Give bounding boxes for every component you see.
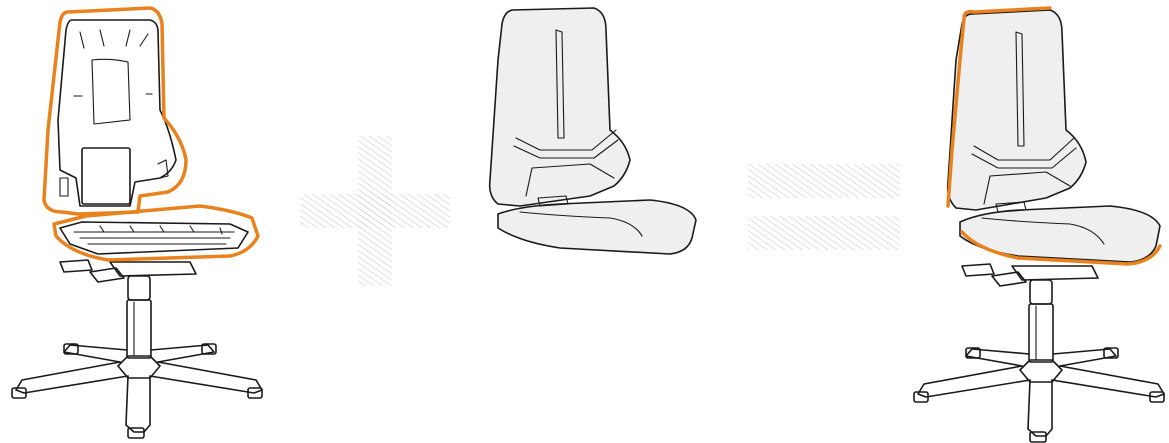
assembled-chair-base [914,264,1164,442]
assembled-chair [914,8,1164,442]
plus-operator [300,136,450,286]
assembled-seat [960,206,1160,262]
equals-operator [748,164,900,250]
backrest-frame [58,20,176,206]
equals-top-bar [748,164,900,198]
chair-frame-base [12,260,262,438]
equals-bottom-bar [748,216,900,250]
seat-frame [60,222,248,254]
backrest-pad [490,8,630,206]
chair-frame [12,8,262,438]
plus-horizontal-bar [300,194,450,228]
seat-pad [498,200,696,254]
upholstery-pad [490,8,696,254]
